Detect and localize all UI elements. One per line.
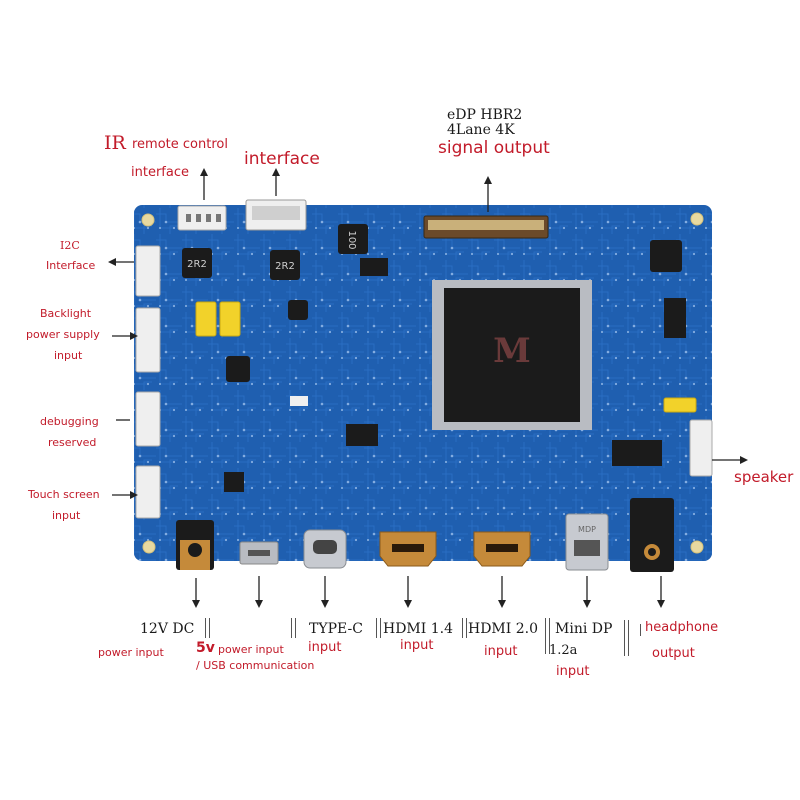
headphone-jack [630,498,674,572]
ir-label: remote control [132,137,228,152]
speaker-label: speaker [734,468,794,486]
hdmi-20-port [473,531,531,567]
i2c-label-line1: I2C [60,239,80,252]
debug-connector [135,391,161,447]
edp-connector [423,215,549,239]
edp-label-line3: signal output [438,138,550,158]
minidp-label-line1: Mini DP [555,621,613,637]
headphone-label-line1: headphone [645,620,719,635]
minidp-label-line3: input [556,664,590,679]
separator [291,618,292,638]
dc-jack [176,520,214,570]
touch-connector [135,465,161,519]
separator [628,620,629,656]
mini-dp-mark: MDP [578,525,596,534]
separator [462,618,463,638]
separator [209,618,210,638]
pcb-traces [134,205,712,561]
backlight-connector [135,307,161,373]
separator [380,618,381,638]
inductor-2r2-left: 2R2 [182,248,212,278]
speaker-connector [689,419,713,477]
main-processor: M [432,280,592,430]
i2c-connector [135,245,161,297]
debug-label-line1: debugging [40,415,99,428]
ir-label-line2: interface [131,165,189,180]
usb-label: power input [218,643,284,656]
touch-label-line1: Touch screen [28,488,100,501]
mini-dp-port: MDP [565,513,609,571]
inductor-2r2-mid: 2R2 [270,250,300,280]
mount-hole-top-right [690,212,704,226]
backlight-label-line1: Backlight [40,307,92,320]
dc-label-line2: power input [98,646,164,659]
separator [640,624,641,636]
mount-hole-top-left [141,213,155,227]
usb-label-line2: / USB communication [196,659,315,672]
inductor-right [650,240,682,272]
ir-connector [177,205,227,231]
backlight-label-line3: input [54,349,83,362]
headphone-label-line2: output [652,646,695,661]
hdmi-14-port [379,531,437,567]
typec-label-line1: TYPE-C [309,621,363,637]
touch-label-line2: input [52,509,81,522]
separator [545,618,546,654]
separator [549,618,550,654]
separator [376,618,377,638]
debug-label-line2: reserved [48,436,97,449]
pcb-board [134,205,712,561]
inductor-100-mark: 100 [346,230,357,249]
mount-hole-bottom-left [142,540,156,554]
tantalum-capacitors [195,301,697,413]
inductor-small [226,300,308,382]
processor-logo: M [493,331,531,371]
type-c-port [303,529,347,569]
minidp-label-line2: 1.2a [549,643,578,658]
typec-label-line2: input [308,640,342,655]
ir-label-prefix: IR [104,132,126,154]
hdmi14-label-line2: input [400,638,434,653]
interface-label: interface [244,149,320,169]
separator [205,618,206,638]
hdmi14-label-line1: HDMI 1.4 [383,621,454,637]
hdmi20-label-line1: HDMI 2.0 [468,621,539,637]
inductor-100: 100 [338,224,368,254]
backlight-label-line2: power supply [26,328,100,341]
hdmi20-label-line2: input [484,644,518,659]
separator [624,620,625,656]
key-connector [245,199,307,231]
separator [466,618,467,638]
usb-label-prefix: 5v [196,640,215,656]
edp-label-line1: eDP HBR2 [447,107,523,123]
dc-label-line1: 12V DC [140,621,195,637]
small-chips [224,258,686,492]
edp-label-line2: 4Lane 4K [447,122,515,138]
separator [295,618,296,638]
i2c-label-line2: Interface [46,259,96,272]
mount-hole-bottom-right [690,540,704,554]
inductor-2r2-left-mark: 2R2 [187,259,207,270]
micro-usb-port [239,541,279,565]
inductor-2r2-mid-mark: 2R2 [275,261,295,272]
